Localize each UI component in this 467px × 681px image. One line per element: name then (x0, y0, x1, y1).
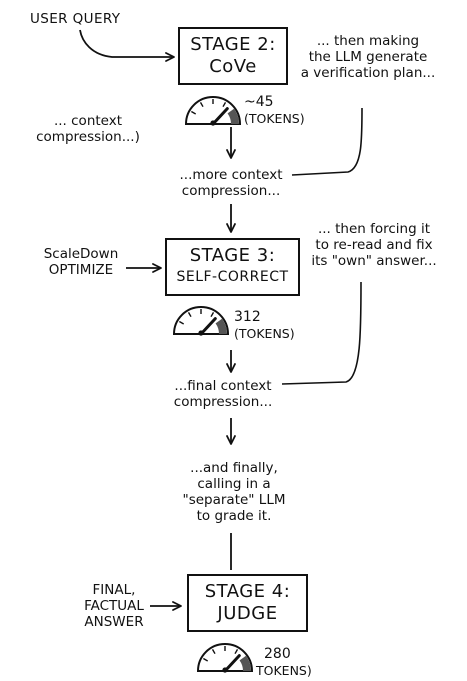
stage3-box: STAGE 3: SELF-CORRECT (165, 238, 300, 296)
gauge-needle (199, 317, 217, 336)
gauge-tick (234, 648, 239, 655)
gauge-dial (196, 643, 254, 672)
separate-llm-line: "separate" LLM (182, 492, 286, 508)
gauge-tick (187, 311, 192, 318)
gauge-high-zone (239, 655, 251, 671)
stage3-token-gauge-icon (172, 306, 230, 336)
final-answer-line: ANSWER (84, 614, 144, 630)
gauge-hub (222, 667, 228, 673)
scaledown-line: OPTIMIZE (48, 262, 114, 278)
stage2-box: STAGE 2: CoVe (178, 27, 288, 85)
stage4-name: JUDGE (217, 603, 278, 624)
more-compression-line: compression... (181, 183, 281, 199)
context-compression-line: ... context (53, 113, 123, 129)
context-compression-line: compression...) (36, 129, 140, 145)
gauge-tick (211, 648, 216, 655)
scaledown-optimize-label: ScaleDown OPTIMIZE (34, 246, 128, 278)
stage3-token-count: 312 (234, 309, 261, 325)
separate-llm-line: calling in a (197, 476, 271, 492)
reread-note-line: its "own" answer... (311, 253, 437, 269)
gauge-high-zone (227, 108, 239, 124)
scaledown-line: ScaleDown (43, 246, 119, 262)
verification-loop-line (291, 107, 363, 176)
stage2-name: CoVe (209, 56, 257, 77)
stage2-token-gauge-icon (184, 96, 242, 126)
gauge-dial (172, 306, 230, 335)
gauge-tick (178, 320, 185, 325)
final-answer-line: FACTUAL (84, 598, 144, 614)
verification-note: ... then making the LLM generate a verif… (298, 33, 438, 81)
gauge-hub (198, 330, 204, 336)
final-answer-label: FINAL, FACTUAL ANSWER (72, 582, 156, 630)
gauge-needle (223, 654, 241, 673)
verification-note-line: a verification plan... (300, 65, 436, 81)
gauge-tick (210, 311, 215, 318)
user-query-label: USER QUERY (30, 11, 121, 27)
stage4-token-count: 280 (264, 646, 291, 662)
gauge-tick (199, 101, 204, 108)
gauge-dial (184, 96, 242, 125)
more-compression-line: ...more context (179, 167, 283, 183)
stage2-title: STAGE 2: (190, 34, 276, 55)
gauge-tick (202, 657, 209, 662)
reread-note-line: ... then forcing it (317, 221, 431, 237)
stage2-token-unit: (TOKENS) (244, 111, 305, 126)
gauge-tick (190, 110, 197, 115)
stage3-token-unit: (TOKENS) (234, 326, 295, 341)
separate-llm-line: to grade it. (196, 508, 272, 524)
gauge-hub (210, 120, 216, 126)
stage4-token-unit: TOKENS) (256, 663, 312, 678)
reread-note: ... then forcing it to re-read and fix i… (304, 221, 444, 269)
stage2-token-count: ~45 (244, 94, 274, 110)
more-compression-note: ...more context compression... (171, 167, 291, 199)
reread-note-line: to re-read and fix (315, 237, 433, 253)
user-query-arrow (79, 29, 175, 62)
stage3-title: STAGE 3: (189, 245, 276, 266)
gauge-needle (211, 107, 229, 126)
separate-llm-note: ...and finally, calling in a "separate" … (174, 460, 294, 524)
context-compression-note: ... context compression...) (28, 113, 148, 145)
final-answer-line: FINAL, (92, 582, 136, 598)
separate-llm-line: ...and finally, (190, 460, 278, 476)
stage4-title: STAGE 4: (204, 581, 291, 602)
gauge-tick (222, 101, 227, 108)
reread-loop-line (281, 281, 362, 385)
final-compression-line: compression... (173, 394, 273, 410)
verification-note-line: ... then making (316, 33, 420, 49)
stage3-name: SELF-CORRECT (176, 269, 289, 285)
stage4-token-gauge-icon (196, 643, 254, 673)
gauge-high-zone (215, 318, 227, 334)
verification-note-line: the LLM generate (308, 49, 428, 65)
stage4-box: STAGE 4: JUDGE (187, 574, 308, 632)
final-compression-line: ...final context (174, 378, 272, 394)
final-compression-note: ...final context compression... (163, 378, 283, 410)
